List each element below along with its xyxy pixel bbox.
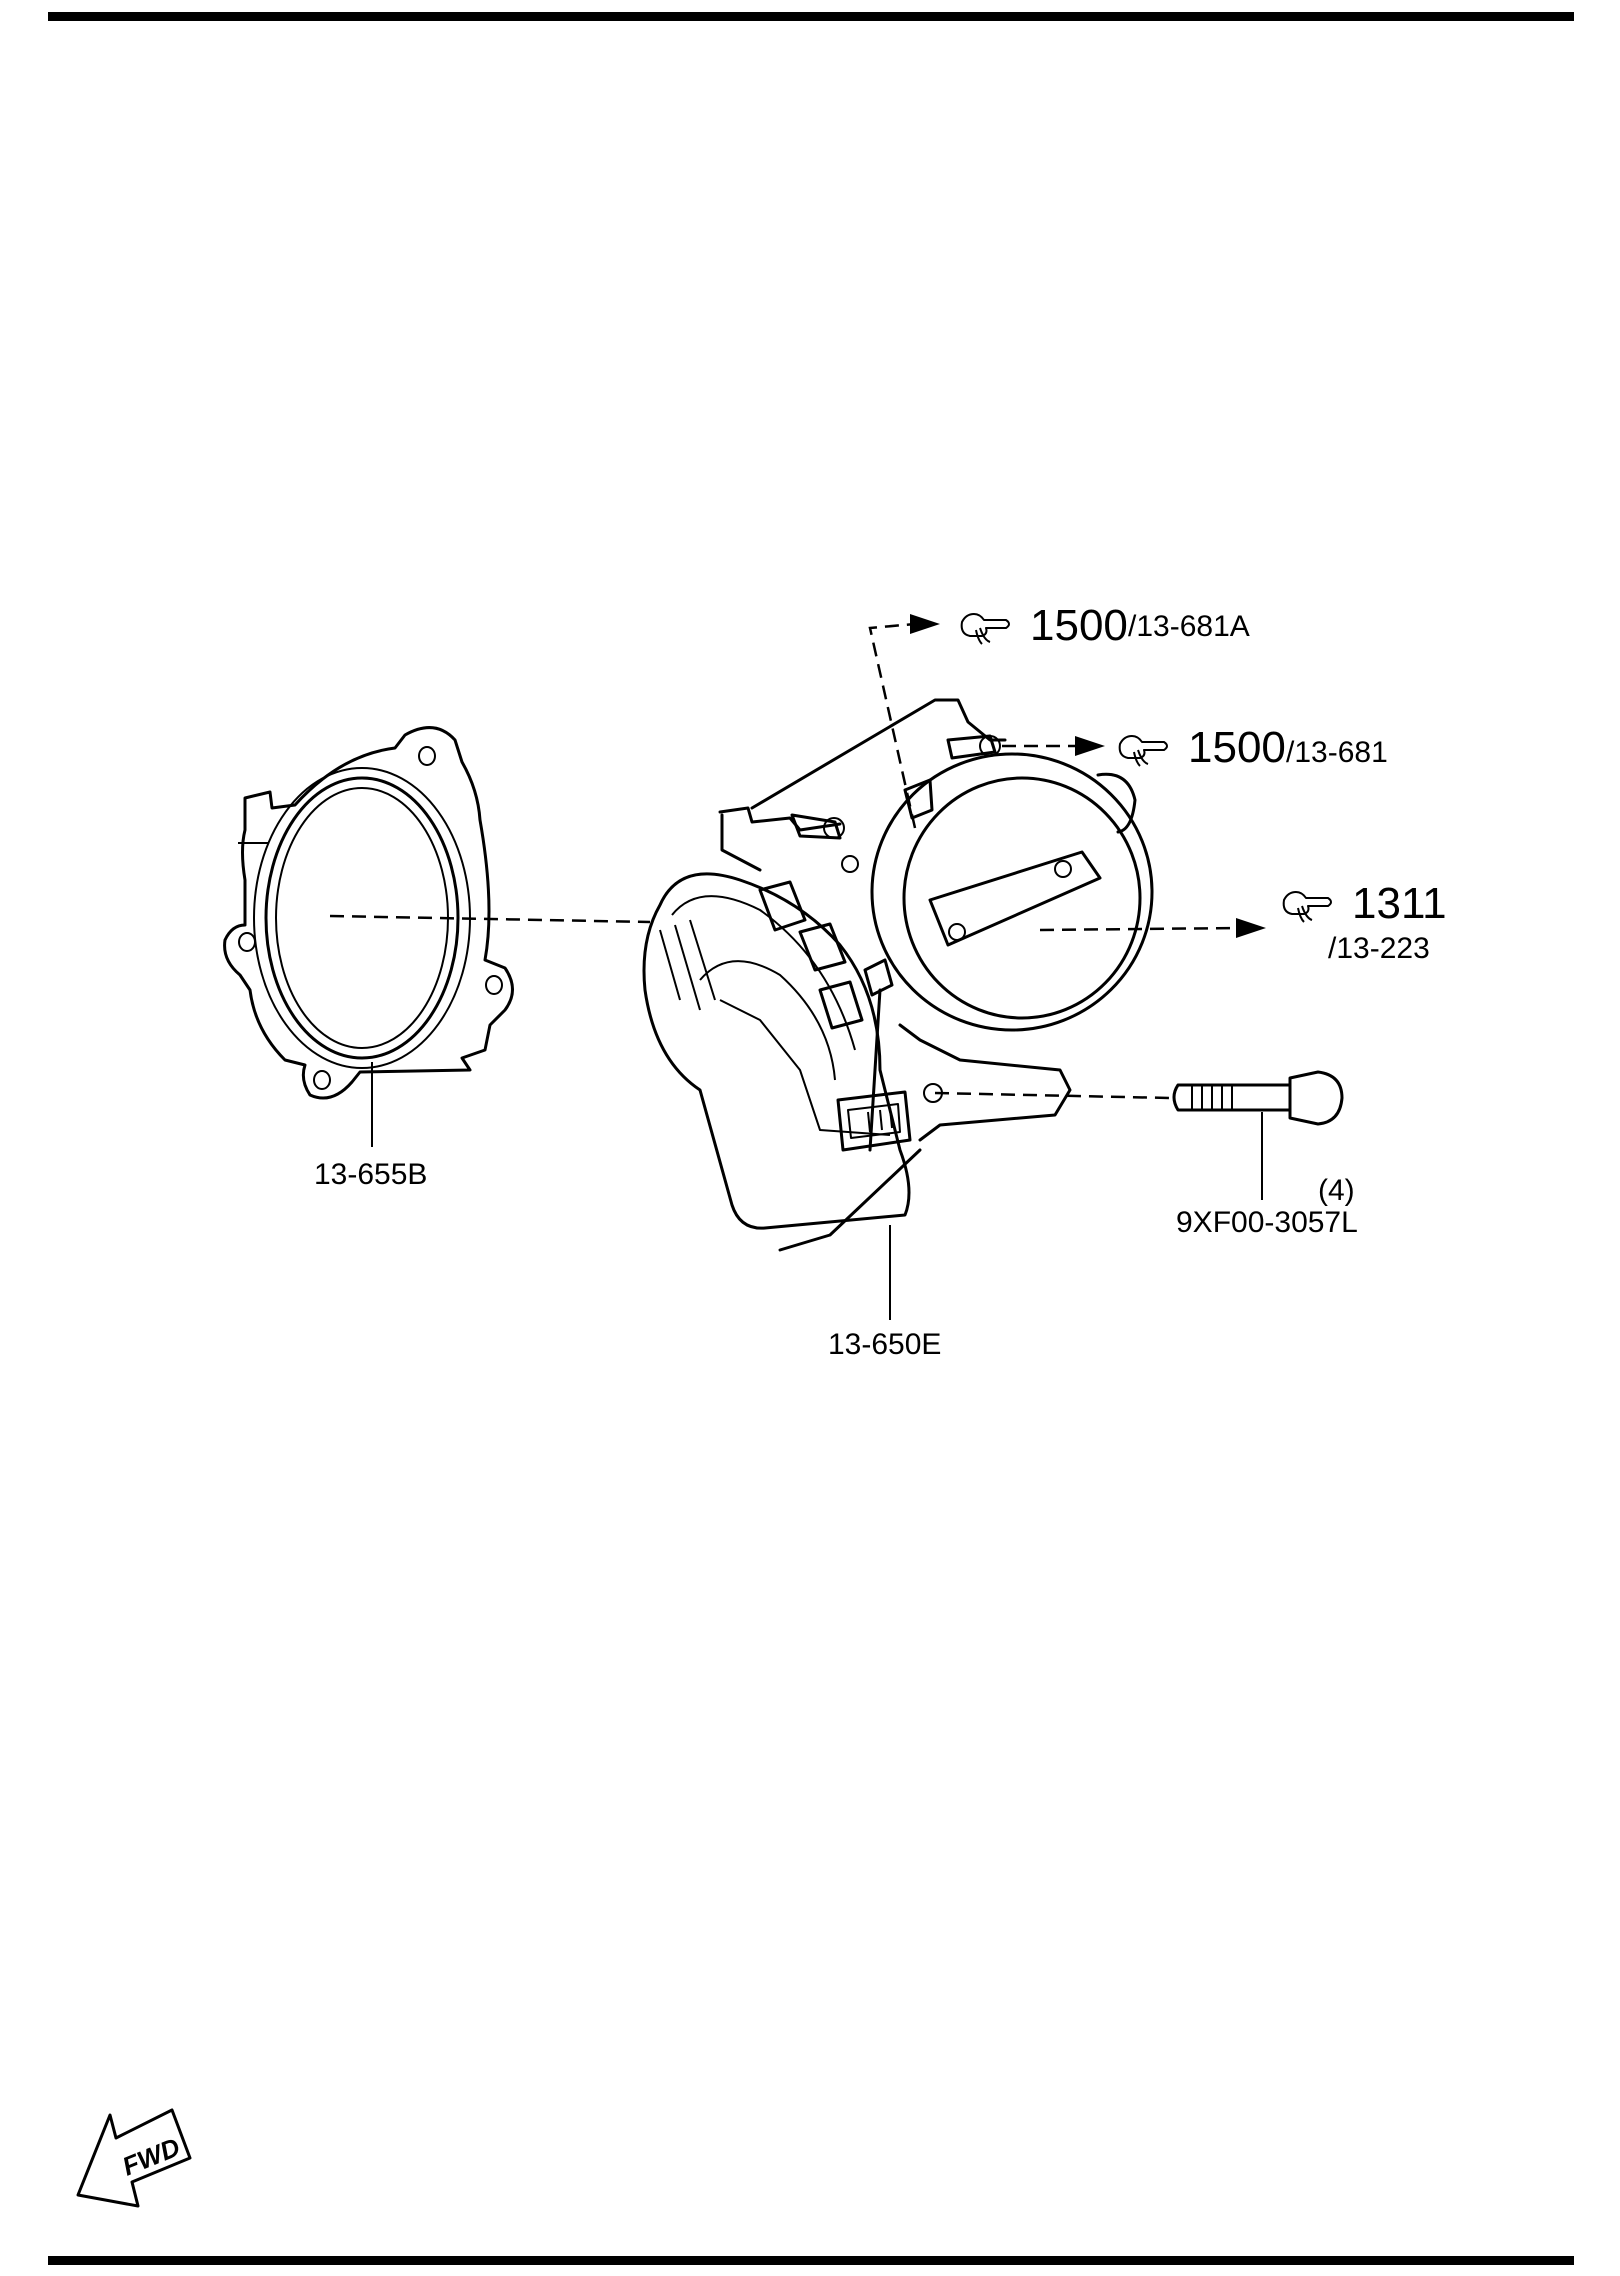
centerline-bolt xyxy=(934,1091,1171,1100)
bolt-quantity: (4) xyxy=(1318,1174,1355,1207)
gasket-part-number: 13-655B xyxy=(314,1158,427,1191)
reference-3[interactable]: 1311 /13-223 xyxy=(1039,879,1447,965)
pointing-hand-icon xyxy=(960,613,1010,645)
reference-2-code: /13-681 xyxy=(1286,736,1388,769)
gasket-drawing xyxy=(223,726,514,1100)
reference-3-arrowhead xyxy=(1236,918,1266,938)
reference-1-line xyxy=(868,622,917,829)
top-border xyxy=(48,12,1574,21)
bolt-part-number: 9XF00-3057L xyxy=(1176,1206,1358,1239)
reference-3-code: /13-223 xyxy=(1328,932,1430,965)
pointing-hand-icon xyxy=(1118,735,1168,767)
bolt-drawing xyxy=(1172,1070,1344,1126)
reference-1-page: 1500 xyxy=(1030,601,1128,650)
reference-1-arrowhead xyxy=(910,614,940,634)
reference-1[interactable]: 1500 /13-681A xyxy=(868,601,1250,829)
throttle-body-part-number: 13-650E xyxy=(828,1328,941,1361)
pointing-hand-icon xyxy=(1282,891,1332,923)
fwd-direction-badge: FWD xyxy=(76,2108,192,2208)
reference-1-code: /13-681A xyxy=(1128,610,1250,643)
reference-2-page: 1500 xyxy=(1188,723,1286,772)
centerline-gasket xyxy=(329,914,651,924)
reference-3-page: 1311 xyxy=(1352,879,1447,928)
reference-2[interactable]: 1500 /13-681 xyxy=(1002,723,1388,772)
reference-2-arrowhead xyxy=(1075,736,1105,756)
throttle-body-drawing xyxy=(642,698,1154,1252)
reference-3-line xyxy=(1039,926,1241,932)
fwd-arrow-icon xyxy=(76,2108,192,2208)
bottom-border xyxy=(48,2256,1574,2265)
